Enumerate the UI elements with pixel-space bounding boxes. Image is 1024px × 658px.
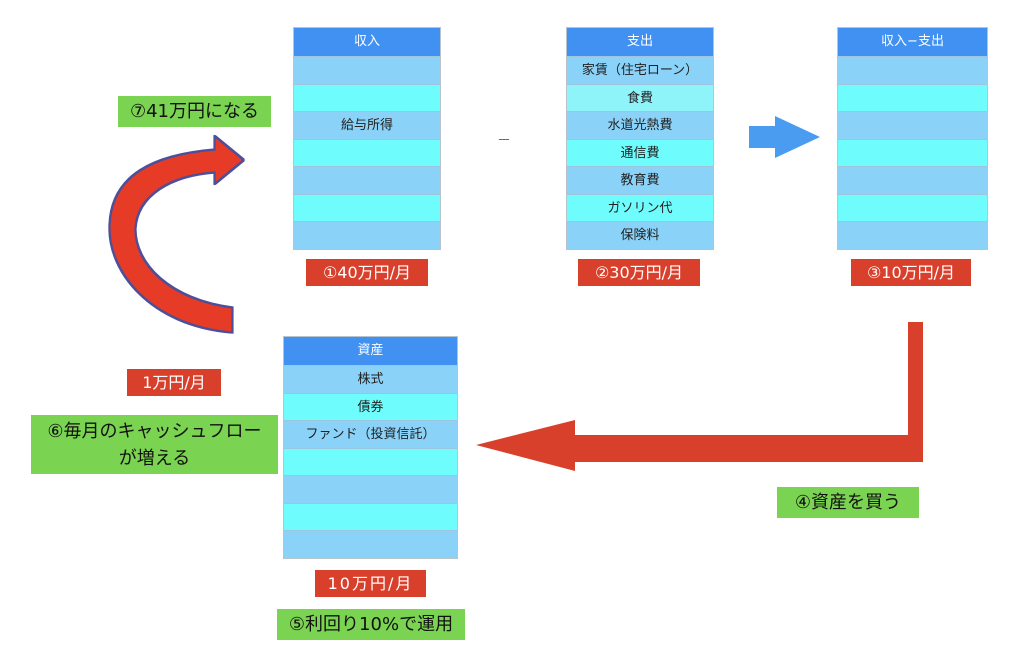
income-row	[294, 221, 440, 249]
net-row	[838, 56, 987, 84]
expense-row: 保険料	[567, 221, 713, 249]
assets-yield-note: ⑤利回り10%で運用	[277, 609, 465, 640]
assets-row	[284, 530, 457, 558]
step-cashflow-line2: が増える	[118, 448, 191, 469]
expense-row: 水道光熱費	[567, 111, 713, 139]
expense-row: 教育費	[567, 166, 713, 194]
assets-header: 資産	[284, 337, 457, 365]
net-row	[838, 221, 987, 249]
cashflow-amount-label: 1万円/月	[127, 369, 221, 396]
expense-row: 家賃（住宅ローン）	[567, 56, 713, 84]
assets-row	[284, 475, 457, 503]
assets-row	[284, 447, 457, 475]
net-row	[838, 166, 987, 194]
assets-amount-label: 10万円/月	[315, 570, 426, 597]
expense-amount-label: ②30万円/月	[578, 259, 700, 286]
expense-row: 通信費	[567, 138, 713, 166]
income-row	[294, 56, 440, 84]
assets-row: 株式	[284, 365, 457, 393]
income-row: 給与所得	[294, 111, 440, 139]
expense-table: 支出 家賃（住宅ローン） 食費 水道光熱費 通信費 教育費 ガソリン代 保険料	[566, 27, 714, 250]
assets-row: 債券	[284, 392, 457, 420]
expense-header: 支出	[567, 28, 713, 56]
income-row	[294, 138, 440, 166]
income-amount-label: ①40万円/月	[306, 259, 428, 286]
assets-row: ファンド（投資信託）	[284, 420, 457, 448]
step-result-label: ⑦41万円になる	[118, 96, 271, 127]
income-table: 収入 給与所得	[293, 27, 441, 250]
expense-row: ガソリン代	[567, 193, 713, 221]
minus-operator: －	[497, 133, 511, 149]
step-buy-assets-label: ④資産を買う	[777, 487, 919, 518]
income-row	[294, 166, 440, 194]
step-cashflow-line1: ⑥毎月のキャッシュフロー	[47, 421, 262, 442]
expense-row: 食費	[567, 83, 713, 111]
assets-row	[284, 502, 457, 530]
right-arrow-icon	[749, 116, 820, 158]
net-header: 収入−支出	[838, 28, 987, 56]
net-row	[838, 138, 987, 166]
net-amount-label: ③10万円/月	[851, 259, 971, 286]
assets-table: 資産 株式 債券 ファンド（投資信託）	[283, 336, 458, 559]
elbow-left-arrow-icon	[476, 322, 923, 471]
net-row	[838, 111, 987, 139]
income-row	[294, 83, 440, 111]
income-row	[294, 193, 440, 221]
income-header: 収入	[294, 28, 440, 56]
net-row	[838, 83, 987, 111]
net-row	[838, 193, 987, 221]
net-table: 収入−支出	[837, 27, 988, 250]
step-cashflow-label: ⑥毎月のキャッシュフロー が増える	[31, 415, 278, 474]
curved-loop-arrow-icon	[109, 135, 244, 333]
